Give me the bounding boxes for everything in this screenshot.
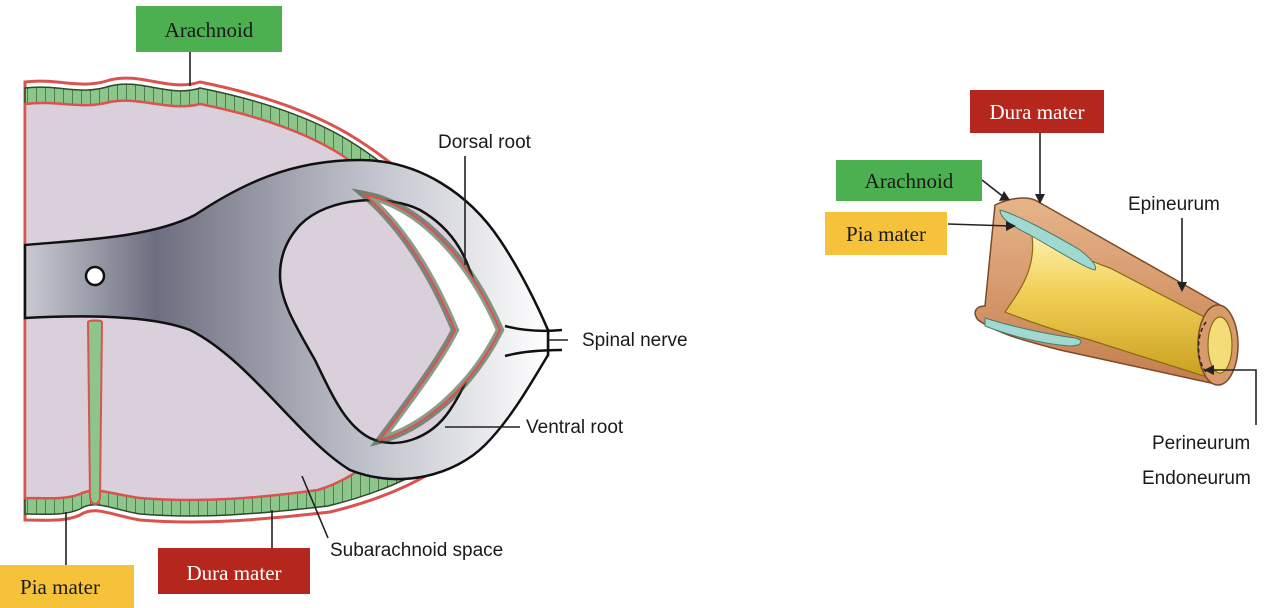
- arachnoid-teal-bottom: [984, 317, 1082, 347]
- pia-mater-label-right: Pia mater: [846, 222, 926, 246]
- dura-mater-box-left: Dura mater: [158, 548, 310, 594]
- pia-mater-box-right: Pia mater: [825, 212, 947, 255]
- dura-mater-label-left: Dura mater: [186, 561, 281, 585]
- nerve-cut-end: [1207, 316, 1233, 374]
- spinal-nerve-trunk: [504, 324, 563, 358]
- epineurum-label: Epineurum: [1128, 194, 1220, 215]
- nerve-sheath-diagram: [974, 197, 1239, 386]
- nerve-loop-edge: [361, 193, 502, 442]
- ventral-fissure: [86, 319, 104, 505]
- perineurum-label: Perineurum: [1152, 433, 1250, 454]
- pia-mater-label-left: Pia mater: [20, 575, 100, 599]
- arachnoid-teal-top: [999, 209, 1097, 271]
- arachnoid-label-left: Arachnoid: [165, 18, 254, 42]
- left-leaders: [65, 52, 568, 565]
- central-canal: [84, 265, 106, 287]
- arachnoid-label-right: Arachnoid: [865, 169, 954, 193]
- dura-mater-label-right: Dura mater: [989, 100, 1084, 124]
- endoneurum-label: Endoneurum: [1142, 468, 1251, 489]
- pia-mater-box-left: Pia mater: [0, 565, 134, 608]
- subarachnoid-space-label: Subarachnoid space: [330, 540, 503, 561]
- dura-mater-box-right: Dura mater: [970, 90, 1104, 133]
- ventral-root-label: Ventral root: [526, 417, 624, 438]
- spinal-nerve-label: Spinal nerve: [582, 330, 688, 351]
- arachnoid-box-left: Arachnoid: [136, 6, 282, 52]
- right-leaders: [947, 133, 1257, 425]
- arachnoid-box-right: Arachnoid: [836, 160, 982, 201]
- spinal-cord-cross-section: [23, 76, 563, 524]
- dorsal-root-label: Dorsal root: [438, 132, 532, 153]
- perineurum-dashed: [1197, 321, 1207, 373]
